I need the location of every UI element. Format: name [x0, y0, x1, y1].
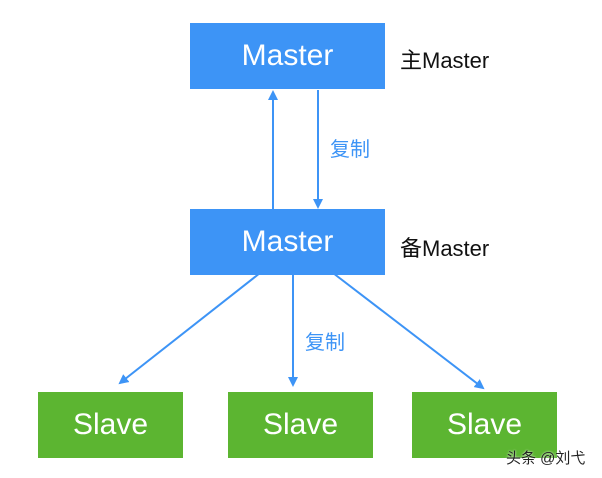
standby-label: 备Master — [400, 236, 490, 261]
slave-node-3: Slave — [412, 392, 557, 458]
primary-label: 主Master — [400, 48, 490, 73]
replication-label-bottom: 复制 — [305, 332, 345, 354]
slave-node-1: Slave — [38, 392, 183, 458]
primary-master-node: Master — [190, 23, 385, 89]
arrow-to-slave-3 — [332, 272, 485, 390]
arrow-to-slave-1 — [118, 272, 261, 385]
watermark: 头条 @刘弋 — [506, 450, 586, 467]
slave-node-2: Slave — [228, 392, 373, 458]
replication-label-top: 复制 — [330, 139, 370, 161]
standby-master-node: Master — [190, 209, 385, 275]
